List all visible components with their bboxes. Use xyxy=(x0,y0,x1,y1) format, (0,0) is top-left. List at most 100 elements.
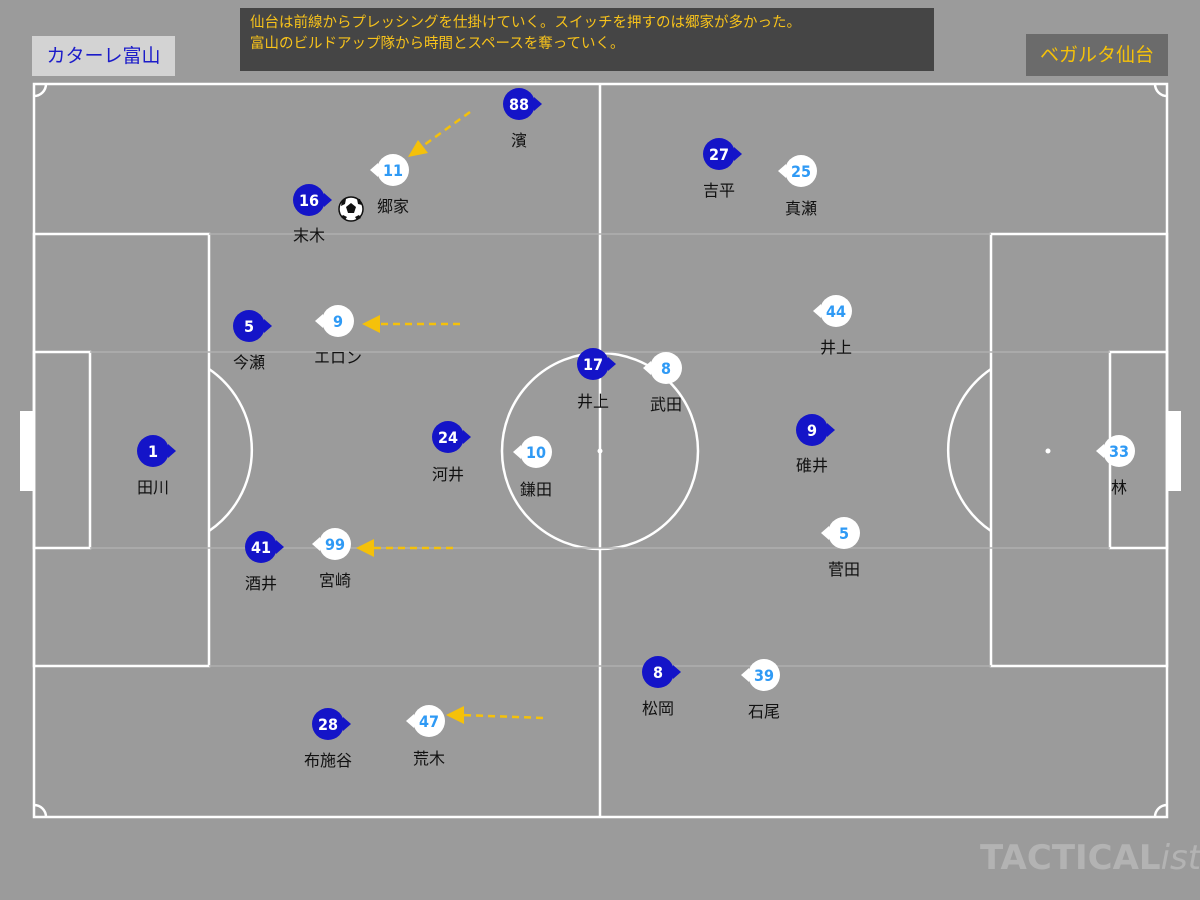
home-player-marker xyxy=(293,184,325,216)
away-direction-marker xyxy=(513,445,521,459)
press-arrows xyxy=(372,110,544,720)
home-player-marker xyxy=(577,348,609,380)
home-player-marker xyxy=(703,138,735,170)
home-player-number: 88 xyxy=(509,95,529,114)
home-player-marker xyxy=(312,708,344,740)
home-team-label: カターレ富山 xyxy=(32,36,175,76)
home-direction-marker xyxy=(673,665,681,679)
away-player-marker xyxy=(377,154,409,186)
home-player-marker xyxy=(233,310,265,342)
away-direction-marker xyxy=(741,668,749,682)
home-player-number: 28 xyxy=(318,715,338,734)
away-player-name: 鎌田 xyxy=(519,480,553,499)
home-direction-marker xyxy=(463,430,471,444)
home-player-marker xyxy=(245,531,277,563)
away-player-name: 菅田 xyxy=(827,560,861,579)
away-player-marker xyxy=(319,528,351,560)
away-player-marker xyxy=(748,659,780,691)
press-arrow-1 xyxy=(419,110,471,150)
home-player-8: 27 xyxy=(703,138,742,170)
away-player-number: 44 xyxy=(826,302,846,321)
home-player-number: 9 xyxy=(807,421,817,440)
right-goal xyxy=(1167,411,1181,491)
home-direction-marker xyxy=(608,357,616,371)
away-direction-marker xyxy=(370,163,378,177)
ball-icon xyxy=(338,196,364,222)
home-player-number: 8 xyxy=(653,663,663,682)
away-direction-marker xyxy=(312,537,320,551)
caption-line-2: 富山のビルドアップ隊から時間とスペースを奪っていく。 xyxy=(250,36,625,52)
home-player-1: 1 xyxy=(137,435,176,467)
away-player-marker xyxy=(413,705,445,737)
away-player-marker xyxy=(650,352,682,384)
home-player-4: 16 xyxy=(293,184,332,216)
home-player-marker xyxy=(796,414,828,446)
home-player-number: 16 xyxy=(299,191,319,210)
away-player-number: 9 xyxy=(333,312,343,331)
away-player-number: 25 xyxy=(791,162,811,181)
away-player-8: 11 xyxy=(370,154,409,186)
home-player-number: 27 xyxy=(709,145,729,164)
away-player-number: 47 xyxy=(419,712,439,731)
away-player-name: 井上 xyxy=(819,338,853,357)
away-player-5: 39 xyxy=(741,659,780,691)
away-player-6: 8 xyxy=(643,352,682,384)
away-player-name: 真瀬 xyxy=(784,199,818,218)
away-player-marker xyxy=(828,517,860,549)
home-player-name: 碓井 xyxy=(795,456,829,475)
away-direction-marker xyxy=(1096,444,1104,458)
away-player-2: 44 xyxy=(813,295,852,327)
home-player-11: 8 xyxy=(642,656,681,688)
away-player-number: 8 xyxy=(661,359,671,378)
home-player-6: 24 xyxy=(432,421,471,453)
home-player-marker xyxy=(503,88,535,120)
away-player-10: 99 xyxy=(312,528,351,560)
home-player-name: 酒井 xyxy=(244,574,278,593)
home-player-name: 末木 xyxy=(292,226,326,245)
away-direction-marker xyxy=(821,526,829,540)
home-direction-marker xyxy=(734,147,742,161)
away-player-number: 5 xyxy=(839,524,849,543)
away-player-4: 25 xyxy=(778,155,817,187)
home-player-marker xyxy=(642,656,674,688)
left-goal xyxy=(20,411,34,491)
home-direction-marker xyxy=(324,193,332,207)
press-arrowheads xyxy=(356,140,464,724)
home-player-number: 5 xyxy=(244,317,254,336)
away-player-number: 99 xyxy=(325,535,345,554)
away-player-marker xyxy=(1103,435,1135,467)
away-player-marker xyxy=(322,305,354,337)
away-player-number: 10 xyxy=(526,443,546,462)
home-direction-marker xyxy=(168,444,176,458)
home-player-number: 17 xyxy=(583,355,603,374)
home-player-name: 吉平 xyxy=(702,181,736,200)
home-direction-marker xyxy=(827,423,835,437)
center-spot xyxy=(597,448,603,454)
home-player-7: 88 xyxy=(503,88,542,120)
home-direction-marker xyxy=(534,97,542,111)
away-direction-marker xyxy=(643,361,651,375)
away-player-name: 林 xyxy=(1110,478,1128,497)
away-player-11: 47 xyxy=(406,705,445,737)
home-player-name: 今瀬 xyxy=(232,353,266,372)
home-player-name: 河井 xyxy=(431,465,465,484)
away-player-number: 39 xyxy=(754,666,774,685)
away-player-number: 11 xyxy=(383,161,403,180)
right-penalty-spot xyxy=(1045,448,1051,454)
away-player-name: 石尾 xyxy=(747,702,781,721)
watermark-suffix: ista xyxy=(1160,838,1200,878)
away-player-name: エロン xyxy=(313,348,363,367)
away-direction-marker xyxy=(813,304,821,318)
away-player-7: 10 xyxy=(513,436,552,468)
away-player-marker xyxy=(520,436,552,468)
caption-box: 仙台は前線からプレッシングを仕掛けていく。スイッチを押すのは郷家が多かった。 富… xyxy=(240,8,934,71)
home-player-3: 41 xyxy=(245,531,284,563)
caption-line-1: 仙台は前線からプレッシングを仕掛けていく。スイッチを押すのは郷家が多かった。 xyxy=(250,15,801,31)
home-player-name: 松岡 xyxy=(641,699,675,718)
away-team-label: ベガルタ仙台 xyxy=(1026,34,1168,76)
away-player-name: 武田 xyxy=(649,395,683,414)
watermark: TACTICALista xyxy=(980,838,1200,878)
away-player-marker xyxy=(820,295,852,327)
